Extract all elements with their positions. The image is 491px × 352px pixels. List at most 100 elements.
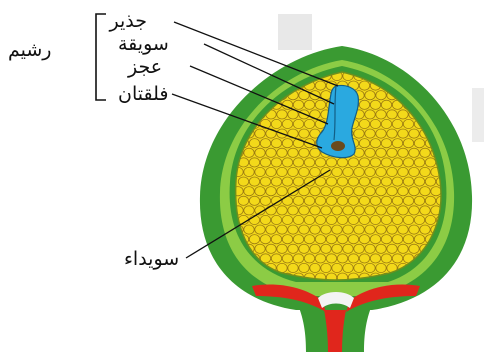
endosperm-cell [359,100,369,109]
endosperm-cell [343,244,353,253]
endosperm-cell [425,215,435,224]
endosperm-cell [299,129,309,138]
endosperm-cell [282,119,292,128]
endosperm-cell [326,196,336,205]
endosperm-cell [365,263,375,272]
endosperm-cell [370,139,380,148]
endosperm-cell [288,244,298,253]
endosperm-cell [249,196,259,205]
endosperm-cell [293,235,303,244]
endosperm-cell [288,263,298,272]
endosperm-cell [409,187,419,196]
endosperm-cell [392,158,402,167]
endosperm-cell [354,263,364,272]
endosperm-cell [315,100,325,109]
endosperm-cell [326,254,336,263]
endosperm-cell [343,206,353,215]
endosperm-cell [299,263,309,272]
endosperm-cell [370,177,380,186]
endosperm-cell [315,158,325,167]
endosperm-cell [392,196,402,205]
endosperm-cell [315,215,325,224]
endosperm-cell [337,158,347,167]
endosperm-cell [348,158,358,167]
endosperm-cell [392,119,402,128]
endosperm-cell [233,91,243,100]
endosperm-cell [359,215,369,224]
endosperm-cell [447,81,457,90]
endosperm-cell [376,263,386,272]
endosperm-cell [332,167,342,176]
endosperm-cell [255,244,265,253]
endosperm-cell [315,81,325,90]
endosperm-cell [260,235,270,244]
endosperm-cell [348,215,358,224]
endosperm-cell [282,177,292,186]
endosperm-cell [271,215,281,224]
endosperm-cell [332,225,342,234]
endosperm-cell [249,139,259,148]
endosperm-cell [337,254,347,263]
endosperm-cell [321,206,331,215]
endosperm-cell [282,254,292,263]
endosperm-cell [348,254,358,263]
endosperm-cell [414,235,424,244]
endosperm-cell [321,187,331,196]
endosperm-cell [310,187,320,196]
endosperm-cell [392,139,402,148]
background-mark [472,88,484,142]
endosperm-cell [365,129,375,138]
endosperm-cell [277,167,287,176]
endosperm-cell [409,225,419,234]
endosperm-cell [293,254,303,263]
endosperm-cell [420,187,430,196]
label-plumule: عجز [127,56,162,78]
background-mark [278,14,312,50]
endosperm-cell [271,158,281,167]
endosperm-cell [266,167,276,176]
endosperm-cell [282,235,292,244]
endosperm-cell [249,158,259,167]
endosperm-cell [359,177,369,186]
endosperm-cell [381,158,391,167]
endosperm-cell [326,235,336,244]
endosperm-cell [447,100,457,109]
endosperm-cell [359,139,369,148]
endosperm-cell [337,215,347,224]
endosperm-cell [255,71,265,80]
endosperm-cell [381,254,391,263]
endosperm-cell [332,244,342,253]
endosperm-cell [365,225,375,234]
endosperm-cell [398,148,408,157]
endosperm-cell [376,206,386,215]
endosperm-cell [238,196,248,205]
endosperm-cell [266,244,276,253]
endosperm-cell [277,206,287,215]
endosperm-cell [244,148,254,157]
endosperm-cell [293,177,303,186]
endosperm-cell [255,148,265,157]
endosperm-cell [370,235,380,244]
endosperm-cell [244,225,254,234]
endosperm-cell [376,167,386,176]
endosperm-cell [321,263,331,272]
endosperm-cell [249,235,259,244]
endosperm-cell [425,196,435,205]
endosperm-cell [409,129,419,138]
endosperm-cell [304,119,314,128]
endosperm-cell [348,177,358,186]
endosperm-cell [282,158,292,167]
endosperm-cell [376,91,386,100]
endosperm-cell [282,215,292,224]
endosperm-cell [293,119,303,128]
endosperm-cell [398,244,408,253]
endosperm-cell [370,158,380,167]
endosperm-cell [376,187,386,196]
endosperm-cell [365,244,375,253]
endosperm-cell [310,167,320,176]
endosperm-cell [233,71,243,80]
endosperm-cell [387,110,397,119]
endosperm-cell [343,263,353,272]
endosperm-cell [414,196,424,205]
